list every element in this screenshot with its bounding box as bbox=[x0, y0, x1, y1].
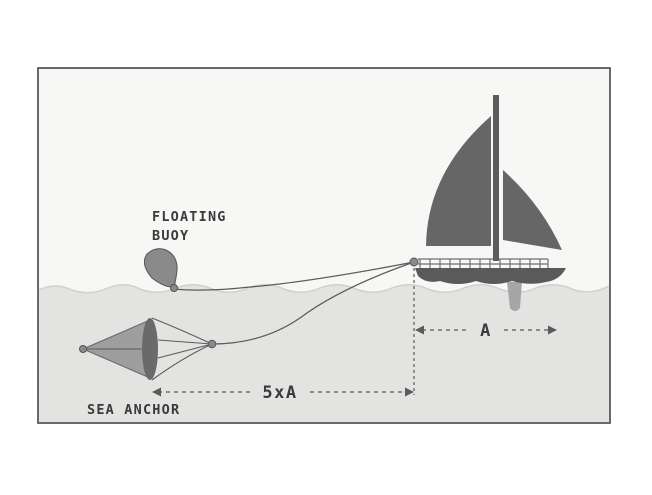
floating-buoy-label-line1: FLOATING bbox=[152, 209, 227, 225]
anchor-swivel-point bbox=[207, 339, 217, 349]
floating-buoy-label-line2: BUOY bbox=[152, 228, 189, 244]
anchor-bridle bbox=[151, 317, 213, 381]
sea-anchor bbox=[79, 317, 217, 381]
anchor-rode-line bbox=[211, 261, 415, 345]
water bbox=[39, 284, 609, 422]
keel bbox=[507, 282, 522, 311]
jib-sail bbox=[503, 170, 562, 250]
buoy-ring bbox=[170, 284, 178, 292]
mast bbox=[493, 95, 499, 261]
bow-attachment-point bbox=[409, 257, 419, 267]
mainsail bbox=[426, 116, 491, 246]
hull bbox=[415, 268, 566, 284]
floating-buoy bbox=[143, 248, 178, 292]
anchor-tail-point bbox=[79, 345, 87, 353]
sea-anchor-label: SEA ANCHOR bbox=[87, 402, 180, 418]
railing bbox=[418, 258, 549, 268]
dimension-5xa-label: 5xA bbox=[262, 383, 297, 403]
frame-border bbox=[37, 67, 611, 424]
dimension-a-label: A bbox=[480, 321, 492, 341]
anchor-mouth bbox=[142, 318, 158, 380]
buoy-body bbox=[143, 248, 178, 288]
buoy-tether-line bbox=[173, 261, 415, 291]
sailboat bbox=[415, 95, 566, 311]
